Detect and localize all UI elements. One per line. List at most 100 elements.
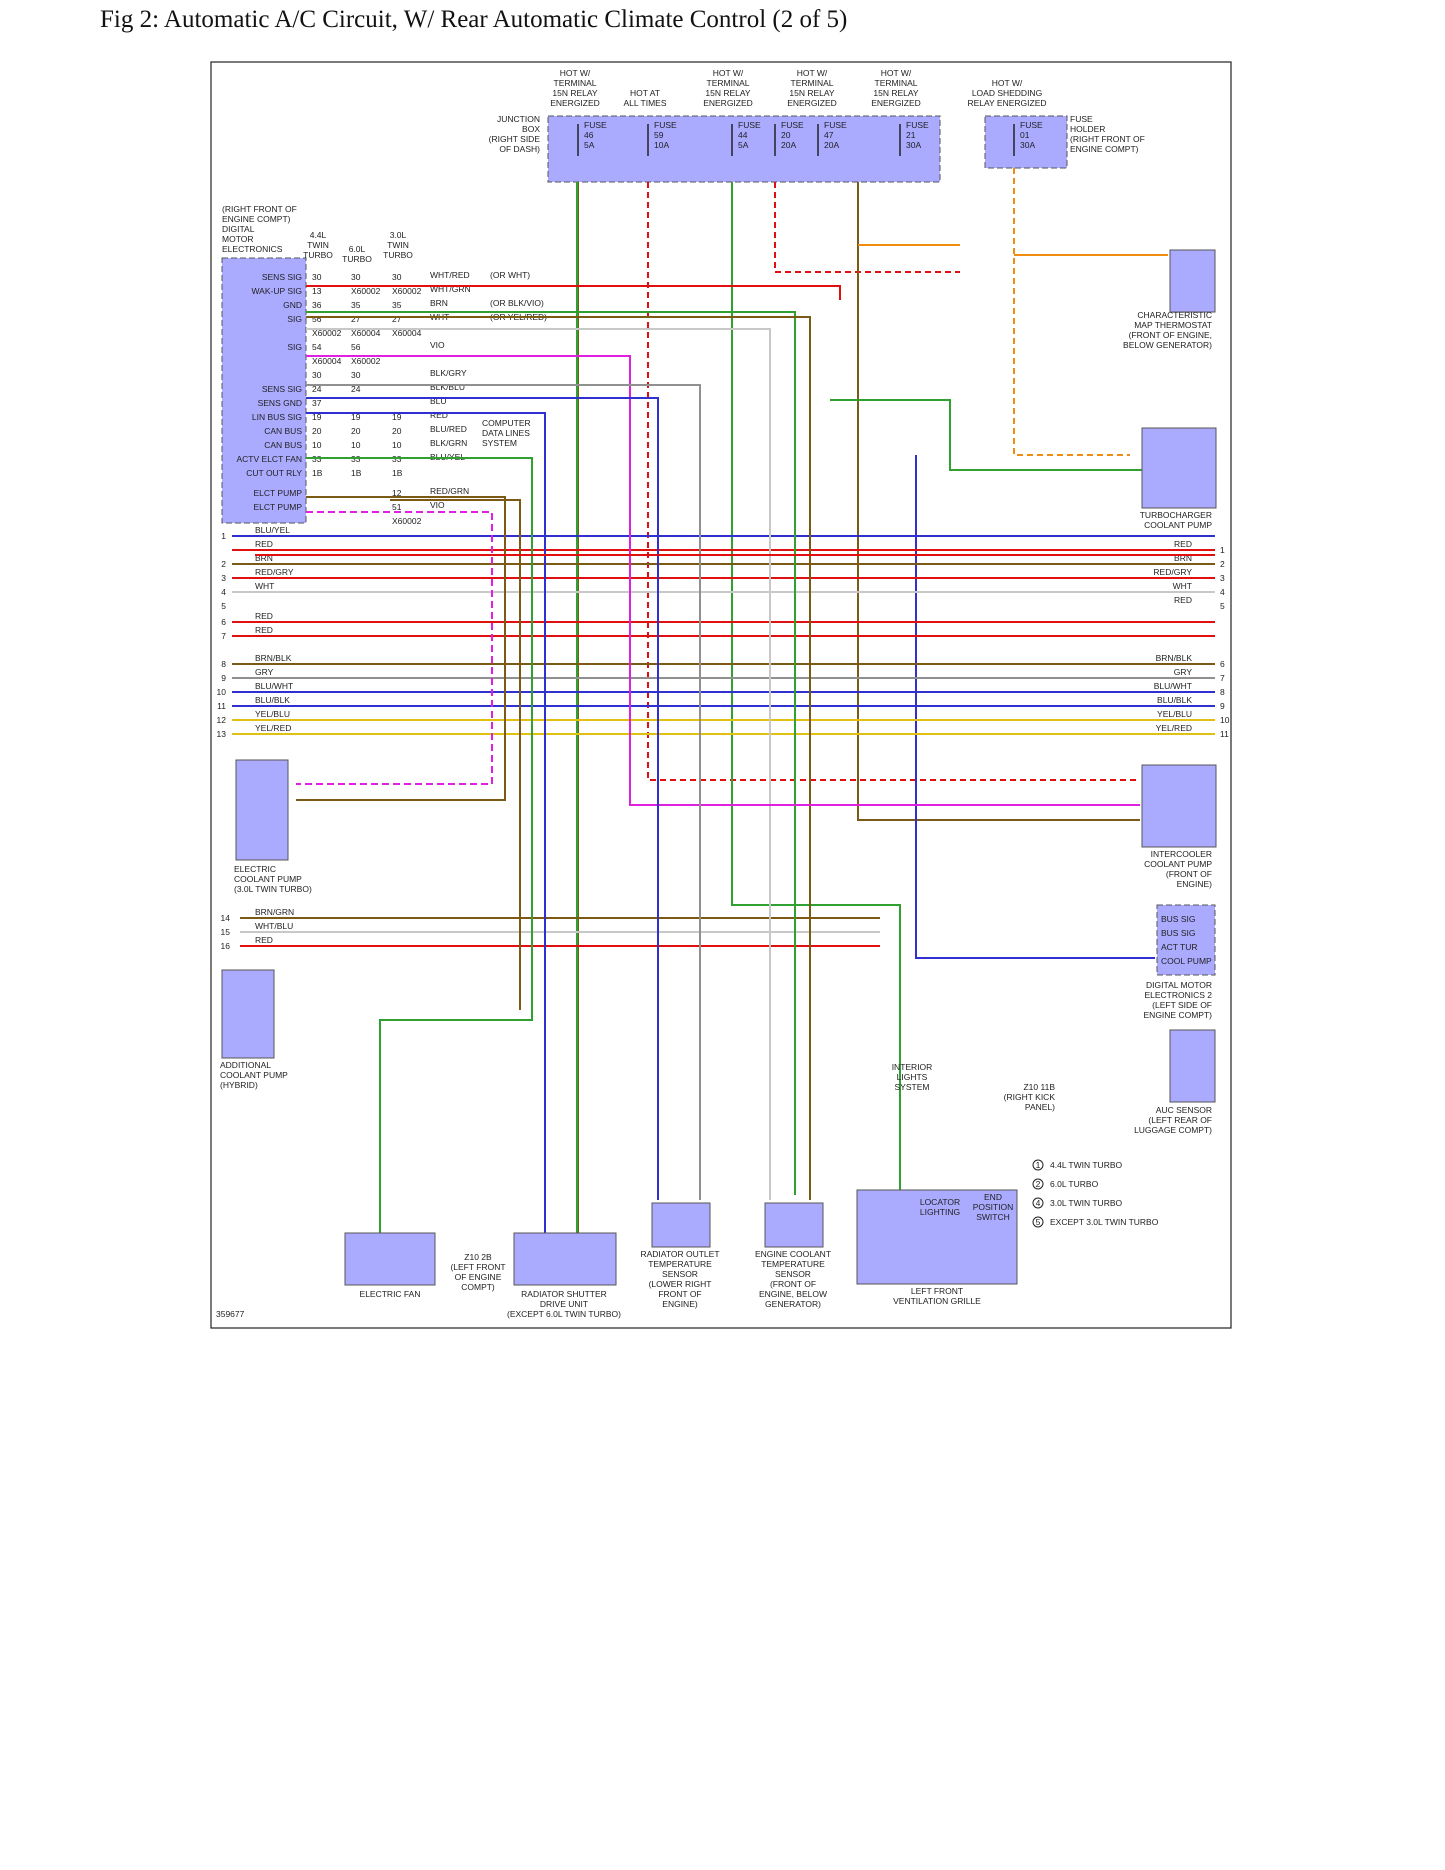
radiator-shutter bbox=[513, 1232, 617, 1286]
bus-wire-color-right: YEL/BLU bbox=[1157, 709, 1192, 719]
dme-pin-number: X60002 bbox=[392, 286, 422, 296]
dme-pin-label: ELCT PUMP bbox=[254, 502, 303, 512]
ground-z10-11b-label: (RIGHT KICK bbox=[1004, 1092, 1056, 1102]
fuse-header-f59: HOT AT bbox=[630, 88, 660, 98]
rad-outlet-sensor-label: RADIATOR OUTLET bbox=[640, 1249, 719, 1259]
map-thermostat-label: (FRONT OF ENGINE, bbox=[1129, 330, 1212, 340]
dme-wire-color: WHT/RED bbox=[430, 270, 470, 280]
fuse-text-f46: FUSE bbox=[584, 120, 607, 130]
bus-wire-number-right: 1 bbox=[1220, 545, 1225, 555]
bus-wire-number: 4 bbox=[221, 587, 226, 597]
bus-wire-color: YEL/RED bbox=[255, 723, 291, 733]
bus-wire-color: BLU/BLK bbox=[255, 695, 290, 705]
fuse-text-f20: FUSE bbox=[781, 120, 804, 130]
junction-box-text: JUNCTION bbox=[497, 114, 540, 124]
bus-wire-color: YEL/BLU bbox=[255, 709, 290, 719]
bus-wire-number-right: 2 bbox=[1220, 559, 1225, 569]
end-switch-label: SWITCH bbox=[976, 1212, 1010, 1222]
vent-grille bbox=[856, 1189, 1018, 1285]
fuse-header-f44: ENERGIZED bbox=[703, 98, 753, 108]
legend-number: 1 bbox=[1036, 1160, 1041, 1170]
turbo-pump-label: TURBOCHARGER bbox=[1140, 510, 1212, 520]
bus-wire-color-right: BRN bbox=[1174, 553, 1192, 563]
dme2-label: (LEFT SIDE OF bbox=[1152, 1000, 1212, 1010]
bus-wire-color-right: BLU/BLK bbox=[1157, 695, 1192, 705]
dme-wire-color: BLK/GRY bbox=[430, 368, 467, 378]
fuse-header-f44: TERMINAL bbox=[707, 78, 750, 88]
intercooler-pump-label: ENGINE) bbox=[1177, 879, 1213, 889]
electric-coolant-pump bbox=[235, 759, 289, 861]
dme-pin-label: SENS SIG bbox=[262, 272, 302, 282]
fuse-header-f21: ENERGIZED bbox=[871, 98, 921, 108]
junction-box-text: (RIGHT SIDE bbox=[489, 134, 541, 144]
dme-pin-number: X60002 bbox=[351, 286, 381, 296]
bus-wire-color-right: BRN/BLK bbox=[1156, 653, 1193, 663]
dme-pin-label: ACTV ELCT FAN bbox=[237, 454, 303, 464]
junction-box-text: BOX bbox=[522, 124, 540, 134]
dme-pin-label: SENS SIG bbox=[262, 384, 302, 394]
electric-coolant-pump-label: (3.0L TWIN TURBO) bbox=[234, 884, 312, 894]
fuse-holder-text: HOLDER bbox=[1070, 124, 1105, 134]
map-thermostat-label: CHARACTERISTIC bbox=[1137, 310, 1212, 320]
dme-pin-number: 36 bbox=[312, 300, 322, 310]
bus-wire-color: RED bbox=[255, 935, 273, 945]
rad-outlet-sensor-label: SENSOR bbox=[662, 1269, 698, 1279]
radiator-shutter-label: RADIATOR SHUTTER bbox=[521, 1289, 607, 1299]
ground-z10-2b-label: OF ENGINE bbox=[455, 1272, 502, 1282]
bus-wire-color: WHT bbox=[255, 581, 274, 591]
dme-pin-label: ELCT PUMP bbox=[254, 488, 303, 498]
intercooler-pump bbox=[1141, 764, 1217, 848]
fuse-text-f01: FUSE bbox=[1020, 120, 1043, 130]
fuse-header-f46: TERMINAL bbox=[554, 78, 597, 88]
ground-z10-2b-label: COMPT) bbox=[461, 1282, 495, 1292]
dme2-label: ELECTRONICS 2 bbox=[1144, 990, 1212, 1000]
bus-wire: 5 bbox=[221, 601, 226, 611]
dme-pin-row: X60002 bbox=[392, 516, 422, 526]
dme2-label: ENGINE COMPT) bbox=[1144, 1010, 1213, 1020]
dme-pin-label: CUT OUT RLY bbox=[246, 468, 302, 478]
bus-wire-number: 12 bbox=[217, 715, 227, 725]
map-thermostat-label: MAP THERMOSTAT bbox=[1134, 320, 1212, 330]
end-switch-label: POSITION bbox=[973, 1202, 1014, 1212]
bus-wires: 1BLU/YELRED2BRN3RED/GRY4WHT56RED7RED8BRN… bbox=[217, 525, 1230, 951]
fuse-text-f46: 46 bbox=[584, 130, 594, 140]
bus-wire-color: GRY bbox=[255, 667, 274, 677]
dme-variant-header: 4.4L bbox=[310, 230, 327, 240]
dme-variant-header: 3.0L bbox=[390, 230, 407, 240]
dme-pin-number: 35 bbox=[392, 300, 402, 310]
bus-wire-number-right: 5 bbox=[1220, 601, 1225, 611]
electric-fan bbox=[344, 1232, 436, 1286]
dme-pin-number: X60002 bbox=[312, 328, 342, 338]
dme-pin-number: 30 bbox=[312, 272, 322, 282]
dme-pin-number: 51 bbox=[392, 502, 402, 512]
page-title: Fig 2: Automatic A/C Circuit, W/ Rear Au… bbox=[100, 6, 848, 33]
fuse-text-f20: 20 bbox=[781, 130, 791, 140]
ground-z10-2b-label: Z10 2B bbox=[464, 1252, 492, 1262]
dme-location-line: ENGINE COMPT) bbox=[222, 214, 291, 224]
dme-pin-number: 56 bbox=[351, 342, 361, 352]
dme-pin-number: 19 bbox=[312, 412, 322, 422]
fuse-header-f44: HOT W/ bbox=[713, 68, 744, 78]
bus-wire-number-right: 3 bbox=[1220, 573, 1225, 583]
electric-coolant-pump-label: ELECTRIC bbox=[234, 864, 276, 874]
fuse-header-f01: HOT W/ bbox=[992, 78, 1023, 88]
dme2-pin-label: BUS SIG bbox=[1161, 928, 1195, 938]
bus-wire-color: WHT/BLU bbox=[255, 921, 293, 931]
electric-coolant-pump-label: COOLANT PUMP bbox=[234, 874, 302, 884]
junction-box-text: OF DASH) bbox=[499, 144, 540, 154]
dme-pin-number: X60004 bbox=[392, 328, 422, 338]
